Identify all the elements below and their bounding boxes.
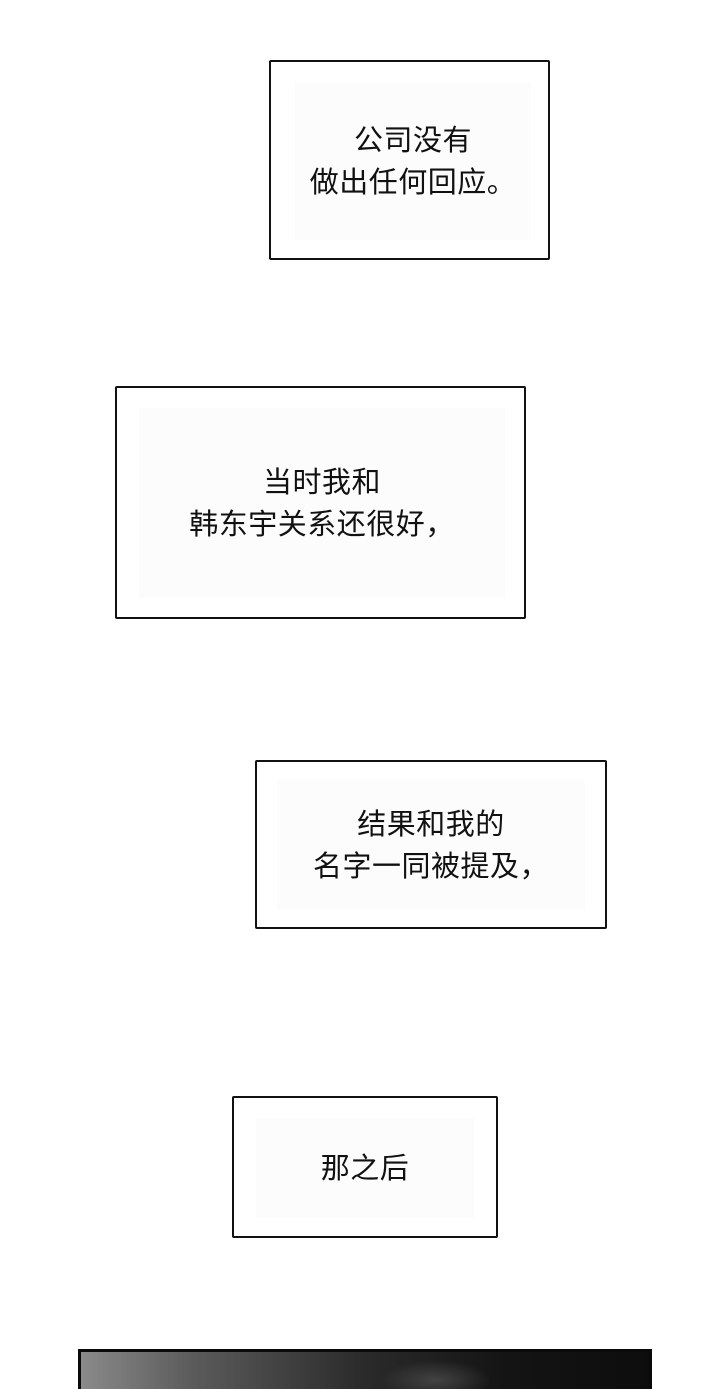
caption-background: 那之后 — [256, 1118, 474, 1218]
panel-highlight — [381, 1360, 491, 1389]
caption-background: 结果和我的 名字一同被提及， — [277, 780, 585, 910]
caption-text: 当时我和 韩东宇关系还很好， — [189, 464, 455, 541]
caption-background: 当时我和 韩东宇关系还很好， — [139, 408, 505, 598]
caption-box-1: 公司没有 做出任何回应。 — [269, 60, 550, 260]
caption-background: 公司没有 做出任何回应。 — [295, 82, 531, 240]
caption-text: 公司没有 做出任何回应。 — [309, 122, 517, 199]
next-comic-panel — [78, 1349, 652, 1389]
caption-box-4: 那之后 — [232, 1096, 498, 1238]
caption-box-2: 当时我和 韩东宇关系还很好， — [115, 386, 526, 619]
caption-box-3: 结果和我的 名字一同被提及， — [255, 760, 607, 929]
caption-text: 那之后 — [320, 1150, 410, 1185]
caption-text: 结果和我的 名字一同被提及， — [312, 806, 549, 883]
